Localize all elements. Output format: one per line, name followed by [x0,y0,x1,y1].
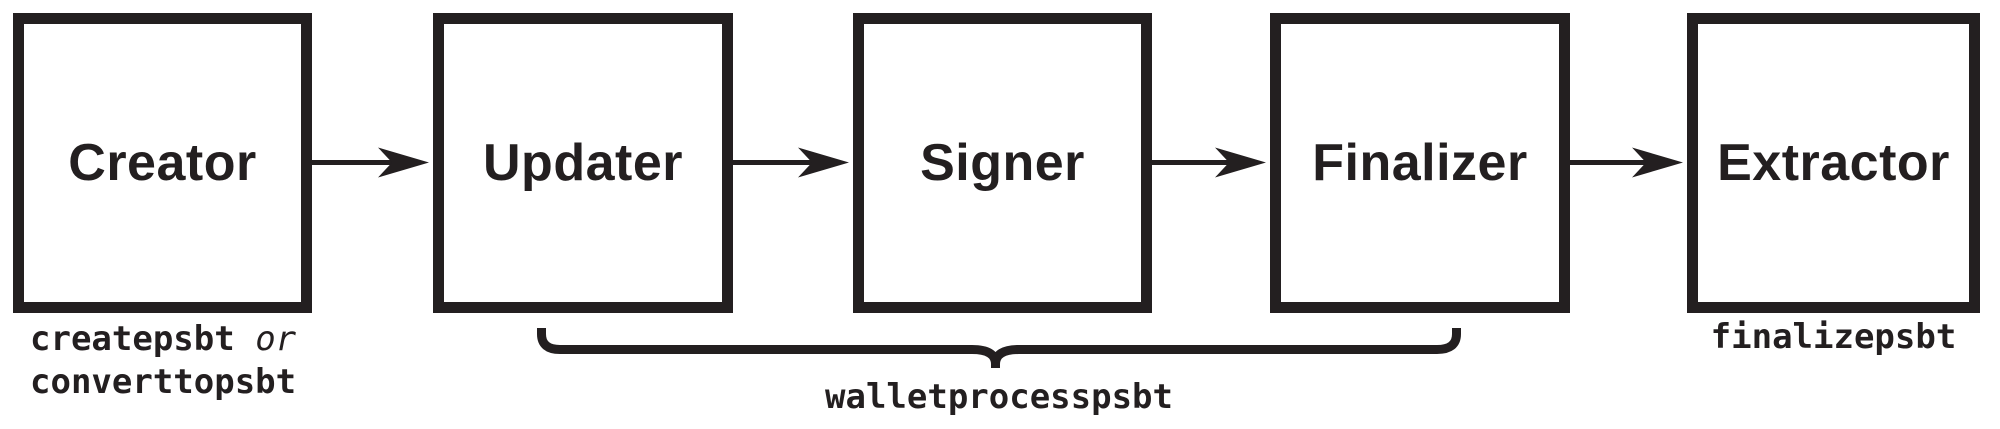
converttopsbt-command: converttopsbt [30,362,297,402]
or-conjunction: or [255,319,297,359]
arrow-updater-to-signer-icon [731,147,849,178]
arrow-creator-to-updater-icon [310,147,429,178]
flow-box-finalizer-label: Finalizer [1312,134,1528,192]
createpsbt-command: createpsbt [30,319,235,359]
arrow-shaft [310,160,392,165]
arrow-head [798,147,849,178]
creator-commands-label: createpsbt or converttopsbt [30,318,296,404]
flow-box-extractor-label: Extractor [1717,134,1950,192]
arrow-shaft [1150,160,1229,165]
flow-box-finalizer: Finalizer [1270,13,1570,313]
arrow-head [378,147,429,178]
flow-box-creator: Creator [13,13,312,313]
arrow-shaft [731,160,812,165]
arrow-shaft [1568,160,1646,165]
finalizepsbt-command: finalizepsbt [1710,317,1957,357]
walletprocesspsbt-command: walletprocesspsbt [825,377,1173,417]
flow-box-extractor: Extractor [1687,13,1980,313]
creator-commands-line2: converttopsbt [30,361,296,404]
arrow-head [1215,147,1266,178]
arrow-signer-to-finalizer-icon [1150,147,1266,178]
flow-box-signer: Signer [853,13,1152,313]
brace-icon [537,328,1461,368]
flow-box-updater: Updater [433,13,733,313]
walletprocesspsbt-label: walletprocesspsbt [537,376,1461,419]
arrow-finalizer-to-extractor-icon [1568,147,1683,178]
flow-box-creator-label: Creator [68,134,257,192]
arrow-head [1632,147,1683,178]
flow-box-updater-label: Updater [483,134,683,192]
flow-box-signer-label: Signer [920,134,1085,192]
finalizepsbt-label: finalizepsbt [1687,316,1980,359]
creator-commands-line1: createpsbt or [30,318,296,361]
